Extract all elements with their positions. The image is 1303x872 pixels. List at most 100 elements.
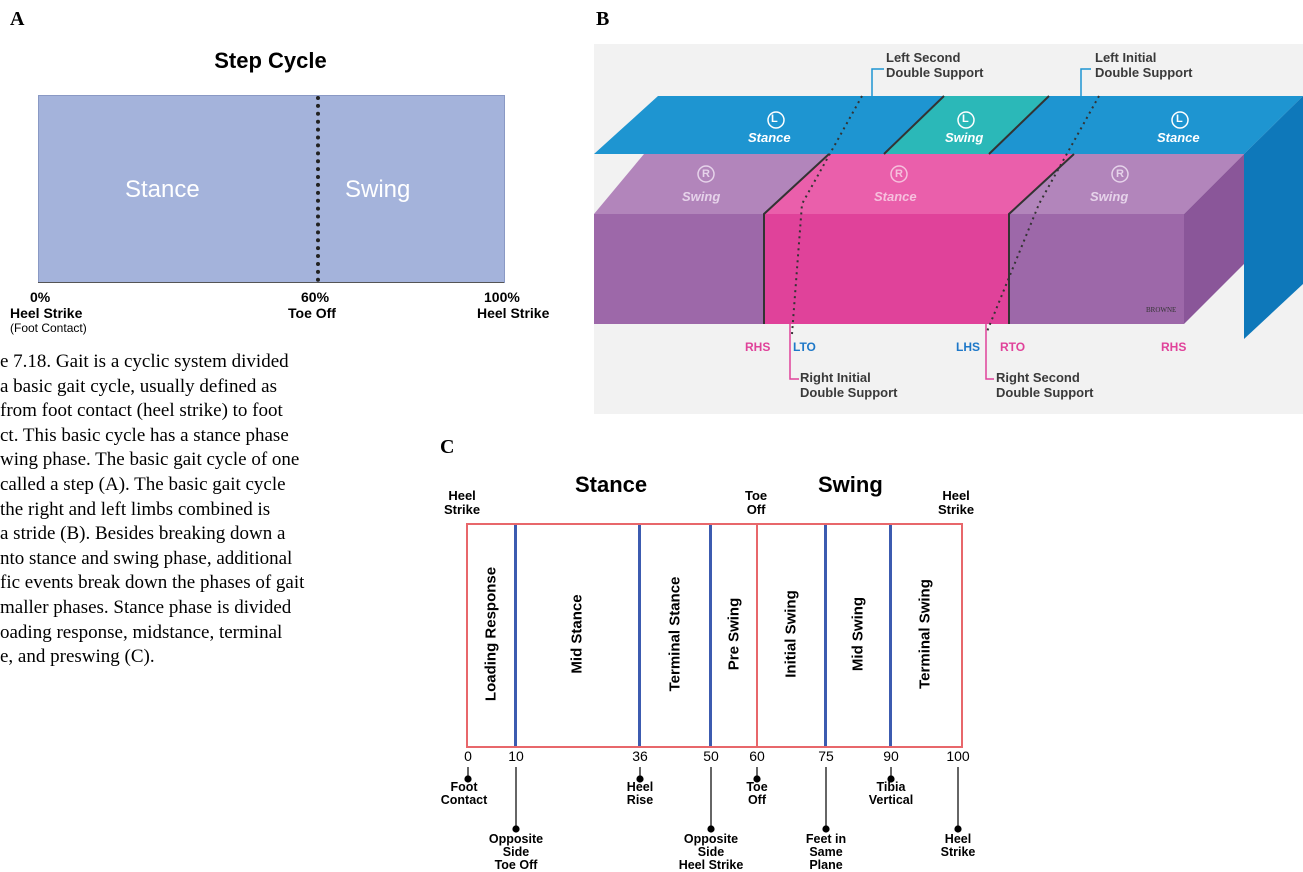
l-tag-1: L	[771, 113, 778, 125]
hs1-l2: Strike	[444, 502, 481, 517]
num-0: 0	[464, 748, 472, 764]
hs2-l1: Heel	[942, 488, 970, 503]
ev3-l3: Heel Strike	[678, 858, 744, 872]
toe-off-divider	[316, 96, 320, 282]
l-phase-1: Stance	[748, 130, 791, 145]
phase-loading-response: Loading Response	[482, 566, 500, 702]
phase-initial-swing: Initial Swing	[782, 590, 800, 678]
l-tag-3: L	[1176, 113, 1183, 125]
right-initial-line1: Right Initial	[800, 370, 871, 385]
right-initial-line2: Double Support	[800, 385, 898, 400]
caption-line: maller phases. Stance phase is divided	[0, 596, 292, 618]
tick-60-label: Toe Off	[288, 305, 336, 321]
ev1-l3: Toe Off	[494, 858, 538, 872]
gait-cycle-box	[466, 523, 963, 748]
divider-10	[514, 525, 517, 746]
event-heel-strike: Heel Strike	[941, 833, 976, 859]
top-heel-strike-1: Heel Strike	[444, 489, 480, 517]
left-second-connector	[871, 68, 884, 96]
right-swing-2-front	[1009, 214, 1184, 324]
divider-60	[756, 523, 758, 746]
event-foot-contact: Foot Contact	[441, 781, 488, 807]
tag-rhs-2: RHS	[1161, 340, 1187, 354]
pct-60: 60%	[301, 289, 330, 305]
ev1-l2: Side	[502, 845, 530, 859]
ev6-l1: Tibia	[876, 780, 906, 794]
r-phase-3: Swing	[1090, 189, 1129, 204]
caption-line: oading response, midstance, terminal	[0, 621, 283, 643]
phase-pre-swing: Pre Swing	[725, 597, 743, 671]
left-initial-line1: Left Initial	[1095, 50, 1157, 65]
stride-diagram	[594, 68, 1303, 380]
event-tibia-vertical: Tibia Vertical	[869, 781, 913, 807]
lto-dotted	[791, 95, 863, 335]
browne-signature: BROWNE	[1146, 306, 1177, 314]
num-36: 36	[632, 748, 648, 764]
num-60: 60	[749, 748, 765, 764]
divider-36	[638, 525, 641, 746]
right-stance-top	[764, 154, 1074, 214]
ev2-l2: Rise	[626, 793, 654, 807]
ev1-l1: Opposite	[488, 832, 544, 846]
caption-line: from foot contact (heel strike) to foot	[0, 400, 283, 422]
pct-100: 100%	[484, 289, 520, 305]
event-feet-same-plane: Feet in Same Plane	[806, 833, 846, 872]
l-circle-1	[767, 111, 785, 129]
tag-lto: LTO	[793, 340, 816, 354]
purple-side-face	[1184, 154, 1244, 324]
divider-75	[824, 525, 827, 746]
num-75: 75	[818, 748, 834, 764]
stride-diagram-bg	[594, 44, 1303, 414]
tag-rto: RTO	[1000, 340, 1026, 354]
tick-0-sub: (Foot Contact)	[10, 321, 87, 335]
ev4-l1: Toe	[746, 780, 768, 794]
ev6-l2: Vertical	[868, 793, 914, 807]
lto-line	[883, 95, 945, 155]
left-second-line1: Left Second	[886, 50, 961, 65]
right-swing-1-top	[594, 154, 829, 214]
phase-mid-stance: Mid Stance	[568, 594, 586, 674]
event-pins	[464, 767, 962, 833]
num-100: 100	[946, 748, 970, 764]
caption-line: ct. This basic cycle has a stance phase	[0, 424, 289, 446]
right-initial-connector	[789, 324, 799, 380]
caption-line: fic events break down the phases of gait	[0, 572, 305, 594]
panel-c-letter: C	[440, 436, 455, 458]
phase-terminal-swing: Terminal Swing	[916, 579, 934, 689]
r-phase-1: Swing	[682, 189, 721, 204]
left-second-ds-label: Left Second Double Support	[886, 50, 984, 80]
right-second-line2: Double Support	[996, 385, 1094, 400]
panel-a-letter: A	[10, 8, 25, 30]
l-tag-2: L	[962, 113, 969, 125]
divider-50	[709, 525, 712, 746]
event-opposite-heel-strike: Opposite Side Heel Strike	[679, 833, 744, 872]
caption-line: a basic gait cycle, usually defined as	[0, 375, 277, 397]
rto-dotted	[985, 95, 1100, 335]
right-initial-ds-label: Right Initial Double Support	[800, 370, 898, 400]
to-l1: Toe	[745, 488, 768, 503]
step-cycle-axis	[38, 282, 504, 283]
tick-100-label: Heel Strike	[477, 305, 550, 321]
right-swing-1-front	[594, 214, 764, 324]
r-circle-3	[1111, 165, 1129, 183]
left-second-line2: Double Support	[886, 65, 984, 80]
hs2-l2: Strike	[938, 502, 975, 517]
event-toe-off: Toe Off	[746, 781, 767, 807]
l-circle-2	[957, 111, 975, 129]
tag-lhs: LHS	[956, 340, 980, 354]
rhs-line	[763, 153, 830, 324]
caption-line: wing phase. The basic gait cycle of one	[0, 449, 300, 471]
stance-label: Stance	[125, 176, 200, 203]
top-heel-strike-2: Heel Strike	[938, 489, 974, 517]
ev3-l2: Side	[697, 845, 725, 859]
num-90: 90	[883, 748, 899, 764]
r-tag-1: R	[702, 168, 710, 180]
caption-line: a stride (B). Besides breaking down a	[0, 523, 286, 545]
right-second-ds-label: Right Second Double Support	[996, 370, 1094, 400]
swing-label: Swing	[345, 176, 411, 203]
hs1-l1: Heel	[448, 488, 476, 503]
lhs-line	[988, 95, 1050, 155]
r-tag-3: R	[1116, 168, 1124, 180]
ev0-l2: Contact	[440, 793, 488, 807]
pct-0: 0%	[30, 289, 51, 305]
